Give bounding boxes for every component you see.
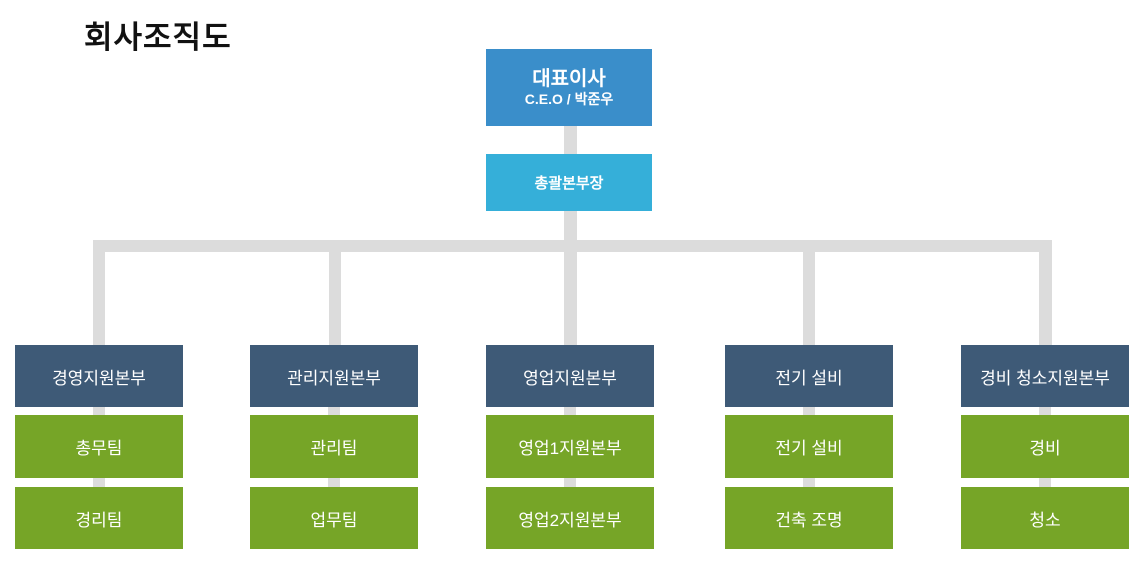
connector-dept-team	[328, 407, 340, 415]
connector-ceo-to-gm	[564, 126, 577, 154]
connector-drop-col4	[803, 240, 815, 345]
connector-dept-team	[803, 407, 815, 415]
connector-drop-col5	[1039, 240, 1052, 345]
dept-head: 전기 설비	[725, 345, 893, 407]
ceo-subtitle: C.E.O / 박준우	[524, 90, 614, 107]
gm-title: 총괄본부장	[534, 175, 604, 192]
connector-dept-team	[93, 407, 105, 415]
org-column: 영업지원본부 영업1지원본부 영업2지원본부	[486, 345, 654, 549]
node-ceo: 대표이사 C.E.O / 박준우	[486, 49, 652, 126]
dept-head: 경영지원본부	[15, 345, 183, 407]
org-column: 경영지원본부 총무팀 경리팀	[15, 345, 183, 549]
connector-gm-to-bar	[564, 211, 577, 345]
dept-head: 관리지원본부	[250, 345, 418, 407]
connector-drop-col2	[329, 240, 341, 345]
connector-team-team	[803, 478, 815, 487]
ceo-title: 대표이사	[532, 67, 606, 90]
connector-team-team	[328, 478, 340, 487]
team-node: 관리팀	[250, 415, 418, 478]
connector-dept-team	[1039, 407, 1051, 415]
team-node: 영업1지원본부	[486, 415, 654, 478]
node-general-manager: 총괄본부장	[486, 154, 652, 211]
team-node: 건축 조명	[725, 487, 893, 549]
team-node: 영업2지원본부	[486, 487, 654, 549]
team-node: 총무팀	[15, 415, 183, 478]
connector-drop-col1	[93, 240, 105, 345]
team-node: 업무팀	[250, 487, 418, 549]
team-node: 경리팀	[15, 487, 183, 549]
connector-team-team	[93, 478, 105, 487]
connector-horizontal-bar	[93, 240, 1052, 252]
dept-head: 경비 청소지원본부	[961, 345, 1129, 407]
team-node: 경비	[961, 415, 1129, 478]
page-title: 회사조직도	[84, 20, 232, 55]
dept-head: 영업지원본부	[486, 345, 654, 407]
team-node: 청소	[961, 487, 1129, 549]
org-column: 관리지원본부 관리팀 업무팀	[250, 345, 418, 549]
connector-team-team	[1039, 478, 1051, 487]
connector-dept-team	[564, 407, 576, 415]
org-column: 경비 청소지원본부 경비 청소	[961, 345, 1129, 549]
connector-team-team	[564, 478, 576, 487]
team-node: 전기 설비	[725, 415, 893, 478]
org-column: 전기 설비 전기 설비 건축 조명	[725, 345, 893, 549]
